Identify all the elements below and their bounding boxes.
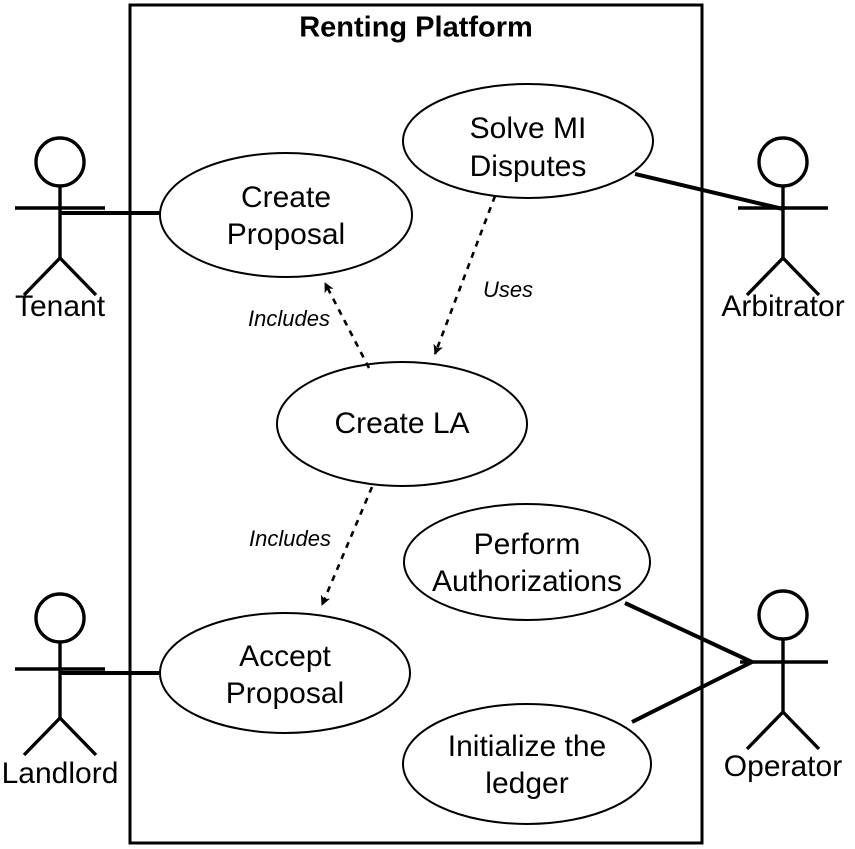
use-case-label-line-2: ledger bbox=[485, 767, 568, 800]
use-case-initialize-ledger[interactable]: Initialize the ledger bbox=[402, 703, 652, 825]
dependency-line[interactable] bbox=[320, 486, 374, 606]
dependency-label: Includes bbox=[248, 306, 330, 331]
actor-head-icon bbox=[34, 592, 86, 644]
use-case-ellipse[interactable] bbox=[159, 152, 413, 278]
dependency-create-la-includes-create-proposal[interactable]: Includes bbox=[248, 282, 371, 369]
use-case-label-line-1: Create bbox=[241, 181, 331, 214]
use-case-ellipse[interactable] bbox=[159, 612, 411, 734]
use-case-label-line-1: Create LA bbox=[334, 407, 469, 440]
use-case-label-line-1: Solve MI bbox=[470, 112, 587, 145]
dependency-label: Uses bbox=[483, 277, 533, 302]
actor-right-leg-line bbox=[58, 256, 98, 297]
actor-tenant[interactable]: Tenant bbox=[15, 136, 106, 323]
actor-left-leg-line bbox=[22, 256, 62, 297]
actor-head-icon bbox=[757, 589, 809, 641]
use-case-label-line-2: Proposal bbox=[227, 218, 345, 251]
use-case-ellipse[interactable] bbox=[276, 361, 528, 487]
actor-operator[interactable]: Operator bbox=[724, 589, 842, 783]
use-case-label-line-1: Perform bbox=[474, 528, 581, 561]
use-case-label-line-2: Disputes bbox=[470, 150, 587, 183]
dependency-label: Includes bbox=[249, 526, 331, 551]
actor-label: Tenant bbox=[15, 290, 106, 323]
dependency-create-la-includes-accept-proposal[interactable]: Includes bbox=[249, 486, 374, 606]
use-case-label-line-1: Accept bbox=[239, 640, 331, 673]
dependency-line[interactable] bbox=[323, 282, 371, 369]
association-arbitrator-solve-mi-disputes[interactable] bbox=[634, 172, 784, 211]
use-case-label-line-2: Authorizations bbox=[432, 565, 622, 598]
use-case-perform-authorizations[interactable]: Perform Authorizations bbox=[403, 503, 651, 621]
association-operator-perform-authorizations[interactable] bbox=[624, 601, 753, 664]
association-operator-initialize-ledger[interactable] bbox=[631, 660, 753, 724]
use-case-ellipse[interactable] bbox=[402, 703, 652, 825]
use-case-create-proposal[interactable]: Create Proposal bbox=[159, 152, 413, 278]
dependency-line[interactable] bbox=[433, 195, 497, 355]
actor-right-leg-line bbox=[781, 256, 821, 297]
association-group bbox=[60, 172, 784, 724]
system-title: Renting Platform bbox=[299, 12, 533, 44]
actor-label: Arbitrator bbox=[721, 290, 844, 323]
use-case-group: Create Proposal Solve MI Disputes Create… bbox=[159, 83, 654, 825]
actor-label: Landlord bbox=[2, 757, 119, 790]
use-case-label-line-2: Proposal bbox=[226, 677, 344, 710]
use-case-accept-proposal[interactable]: Accept Proposal bbox=[159, 612, 411, 734]
actor-arbitrator[interactable]: Arbitrator bbox=[721, 136, 845, 323]
actor-head-icon bbox=[34, 136, 86, 188]
actor-label: Operator bbox=[724, 750, 842, 783]
use-case-ellipse[interactable] bbox=[403, 503, 651, 621]
dependency-group: Includes Uses Includes bbox=[248, 195, 533, 606]
dependency-solve-mi-disputes-uses-create-la[interactable]: Uses bbox=[433, 195, 533, 355]
use-case-create-la[interactable]: Create LA bbox=[276, 361, 528, 487]
actor-head-icon bbox=[757, 136, 809, 188]
actor-right-leg-line bbox=[781, 710, 821, 751]
actor-left-leg-line bbox=[22, 716, 62, 757]
use-case-solve-mi-disputes[interactable]: Solve MI Disputes bbox=[402, 83, 654, 199]
actor-landlord[interactable]: Landlord bbox=[2, 592, 119, 790]
use-case-ellipse[interactable] bbox=[402, 83, 654, 199]
actor-left-leg-line bbox=[745, 710, 785, 751]
actor-left-leg-line bbox=[745, 256, 785, 297]
use-case-label-line-1: Initialize the bbox=[448, 730, 606, 763]
actor-right-leg-line bbox=[58, 716, 98, 757]
system-boundary bbox=[128, 3, 704, 845]
